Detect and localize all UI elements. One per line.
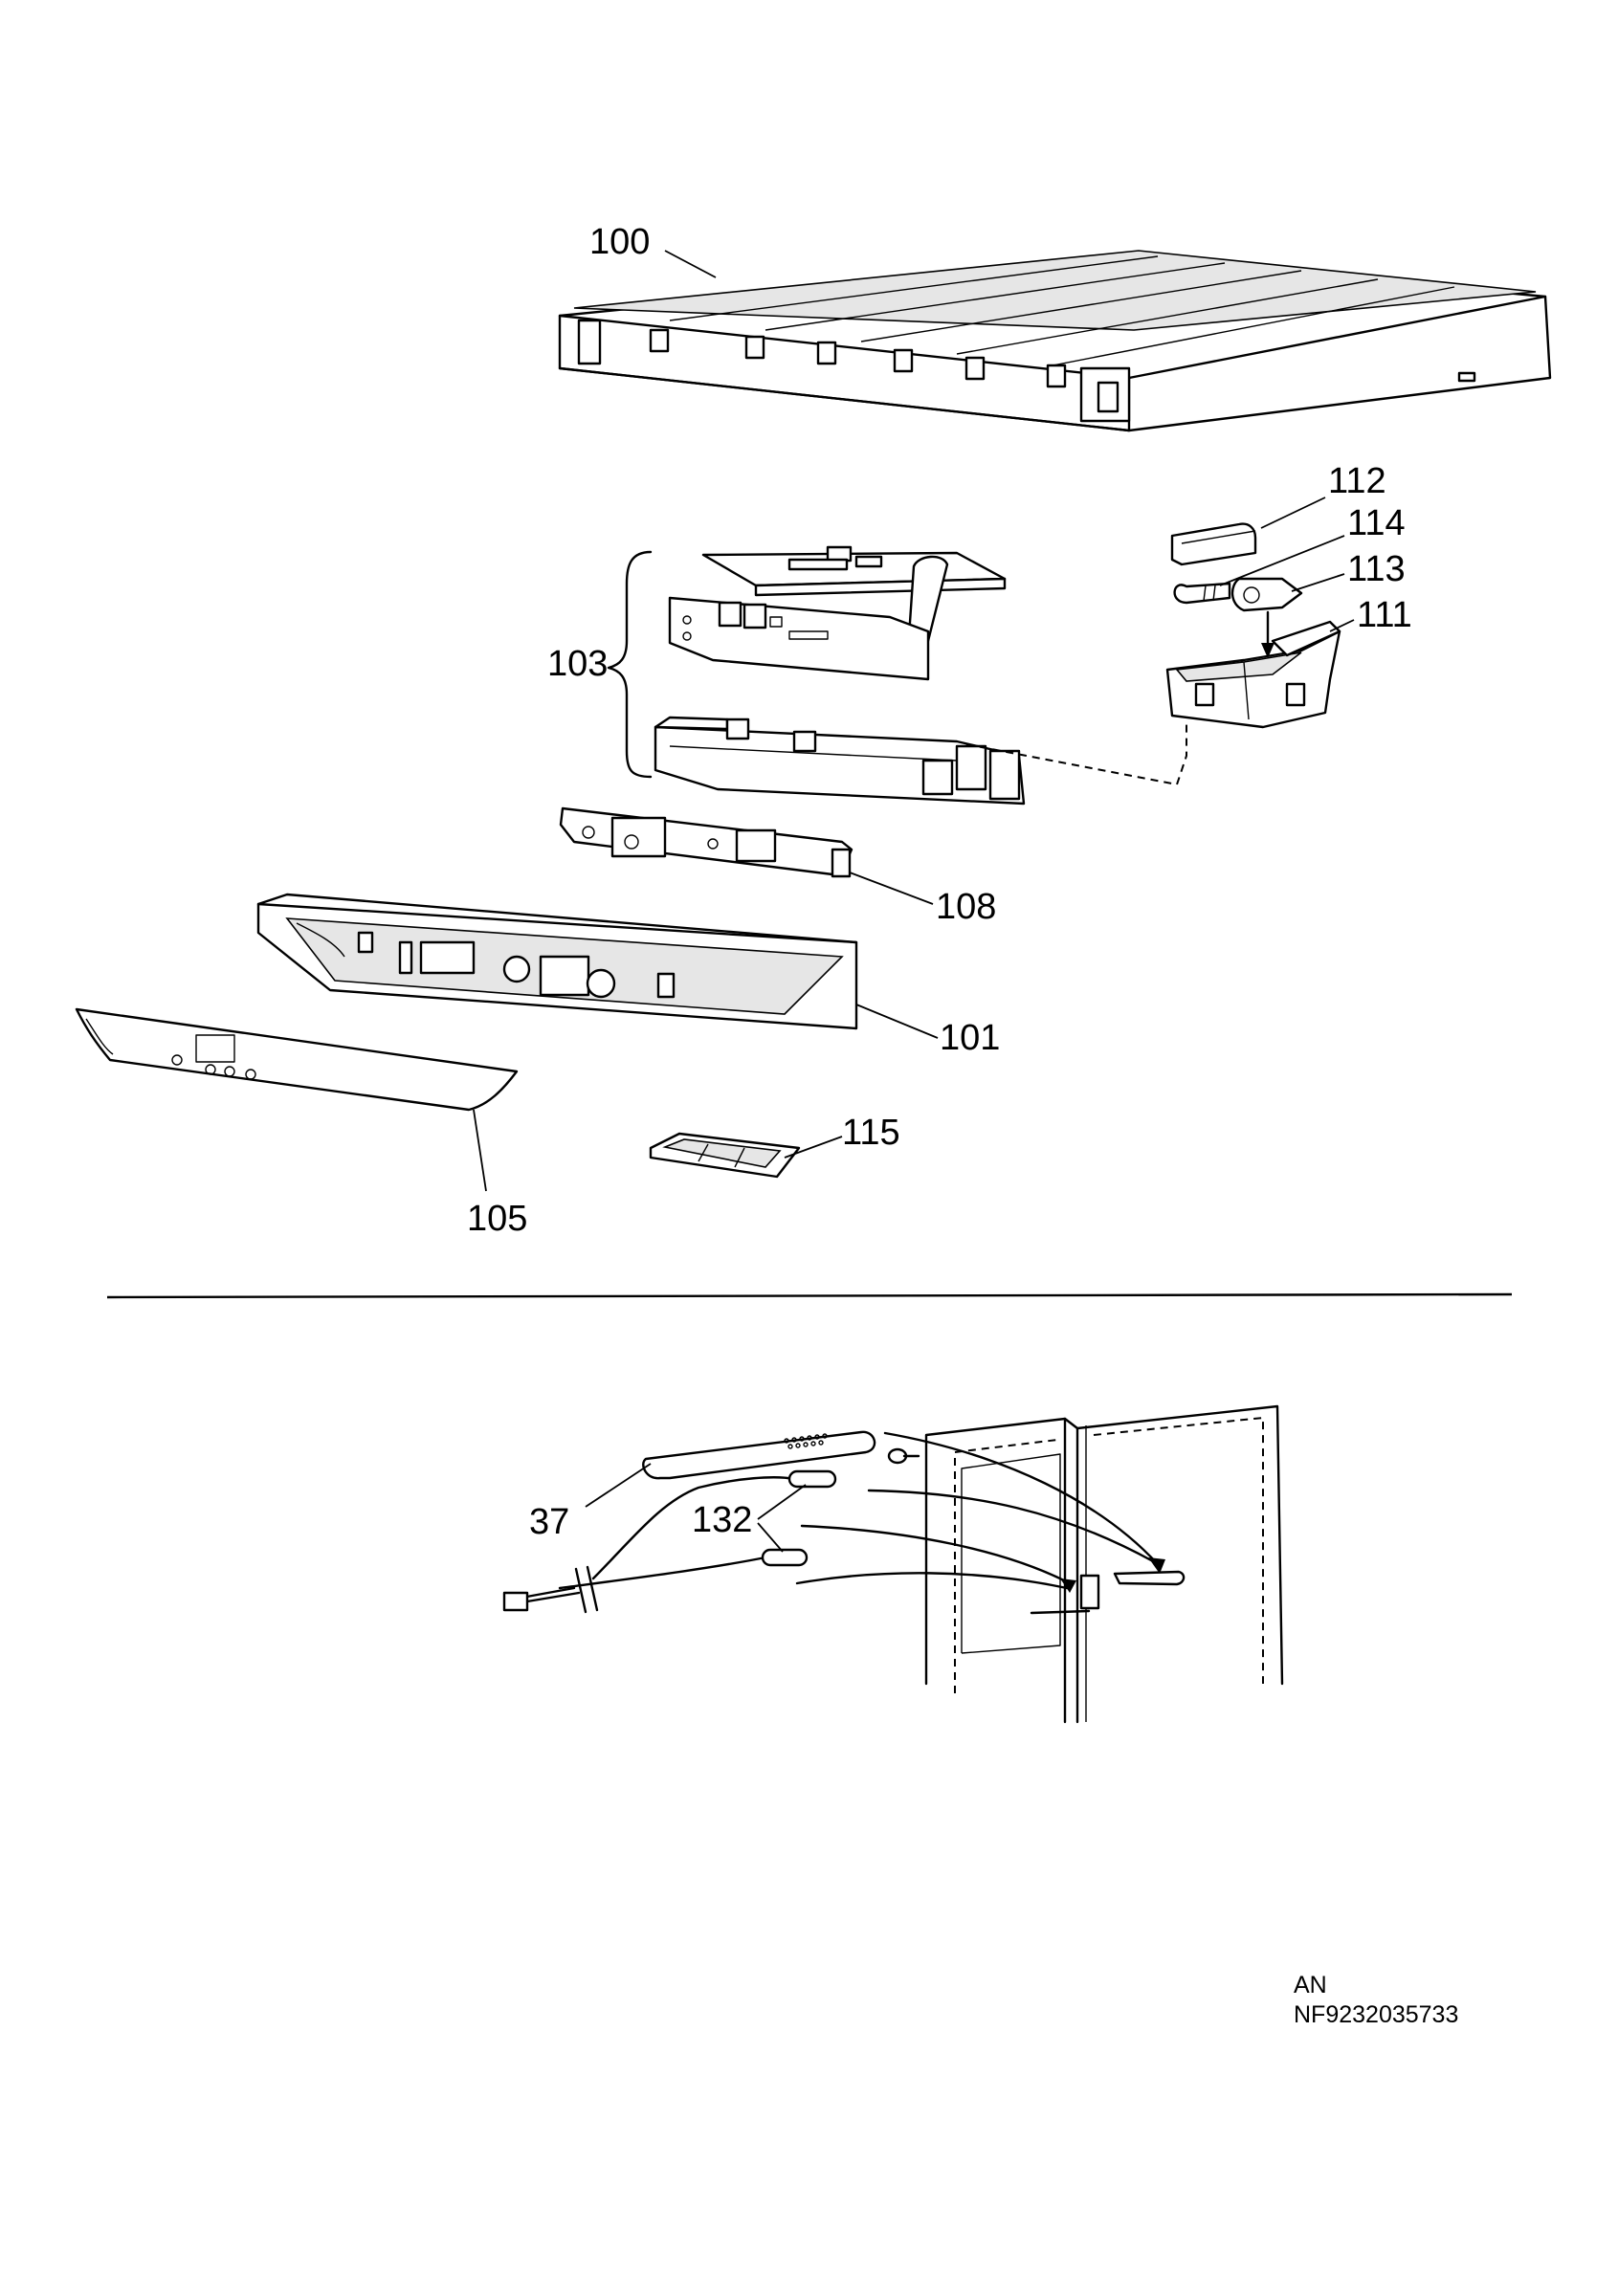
drawing-code-line-2: NF9232035733	[1294, 2001, 1459, 2029]
cabinet-outline	[924, 1404, 1284, 1724]
part-115-filter	[649, 1132, 801, 1179]
dashed-wire	[965, 719, 1187, 786]
part-132-temperature-sensors	[502, 1469, 837, 1614]
part-37-sensor-holder	[642, 1430, 920, 1480]
callout-115: 115	[842, 1113, 900, 1153]
callout-101: 101	[940, 1018, 1001, 1058]
part-114-lamp-bulb	[1173, 582, 1231, 605]
part-113-lamp-socket	[1230, 577, 1303, 612]
callout-103: 103	[547, 644, 609, 684]
callout-111: 111	[1357, 595, 1412, 635]
section-divider	[106, 1292, 1513, 1299]
callout-100: 100	[589, 222, 651, 262]
callout-108: 108	[936, 887, 997, 927]
callout-114: 114	[1347, 503, 1406, 543]
callout-132: 132	[692, 1500, 753, 1540]
leader-lines-top	[473, 250, 1355, 1192]
drawing-code-line-1: AN	[1294, 1972, 1327, 1998]
installation-arrows	[795, 1431, 1186, 1615]
part-108-board-bracket	[559, 806, 853, 878]
callout-37: 37	[529, 1502, 570, 1542]
leader-lines-bottom	[585, 1463, 807, 1553]
part-111-lamp-housing	[1165, 620, 1341, 729]
part-105-decor-strip	[75, 1007, 519, 1112]
part-101-fascia-panel	[256, 893, 858, 1030]
part-103-control-assembly	[607, 545, 1026, 806]
arrow-down-icon	[1261, 610, 1274, 658]
part-112-lamp-cover	[1170, 522, 1257, 566]
callout-112: 112	[1328, 461, 1386, 501]
callout-113: 113	[1347, 549, 1406, 589]
callout-105: 105	[467, 1199, 528, 1239]
part-100-top-cover	[558, 250, 1552, 432]
drawing-code: AN NF9232035733	[1294, 1971, 1458, 2031]
